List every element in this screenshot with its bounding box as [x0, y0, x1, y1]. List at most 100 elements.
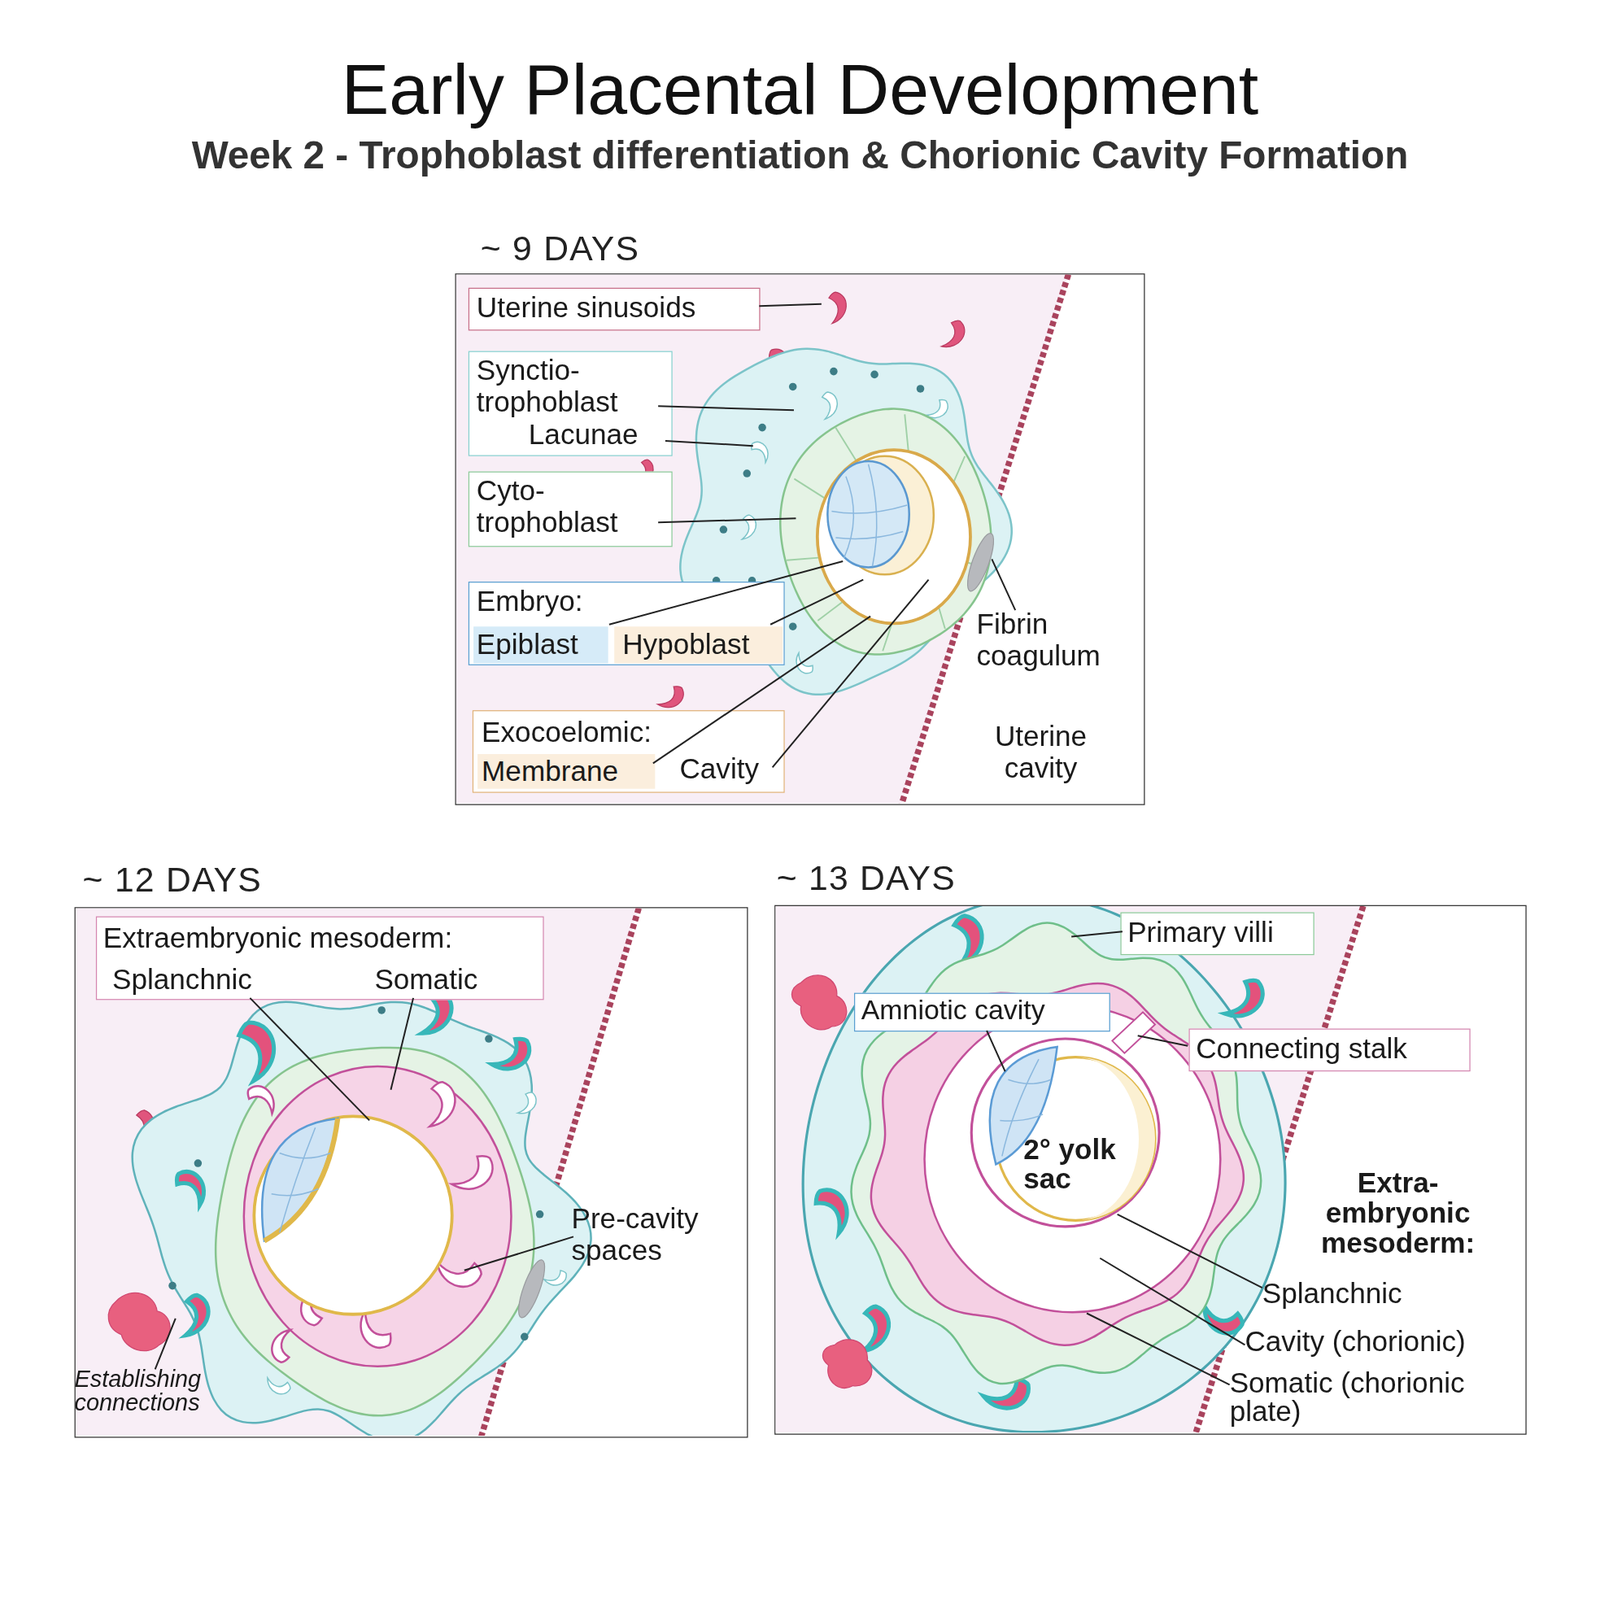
- connecting-stalk: [1111, 1011, 1156, 1053]
- leader-line: [1137, 1035, 1188, 1047]
- leader-line: [390, 998, 414, 1090]
- leader-line: [658, 518, 796, 523]
- label-box: Primary villi: [1120, 911, 1314, 955]
- annotation-label: Pre-cavity spaces: [571, 1203, 745, 1267]
- cell-border: [817, 601, 842, 621]
- node-text: Uterine sinusoids: [476, 292, 696, 325]
- leader-line: [991, 558, 1016, 611]
- node-text: Membrane: [481, 756, 619, 789]
- label-box: Embryo:EpiblastHypoblast: [468, 581, 785, 666]
- diagram-title: Early Placental Development: [0, 51, 1600, 131]
- pre-cavity-space: [418, 1079, 461, 1133]
- nucleus-dot: [377, 1006, 386, 1015]
- splanchnic-mesoderm: [971, 1038, 1160, 1227]
- node-text: Exocoelomic:: [481, 717, 652, 750]
- epiblast: [827, 461, 909, 567]
- hypoblast: [264, 1118, 338, 1242]
- cell-border: [831, 505, 907, 514]
- exocoelomic-cavity: [817, 449, 971, 624]
- tissue-chip: Membrane: [477, 754, 655, 790]
- cell-border: [786, 558, 819, 561]
- annotation-label: Extra- embryonic mesoderm:: [1311, 1168, 1485, 1259]
- syncytiotrophoblast: [132, 1002, 592, 1436]
- establishing-connection: [791, 975, 846, 1030]
- node-text: Cavity: [679, 754, 759, 786]
- syncytiotrophoblast: [802, 906, 1286, 1433]
- node-text: Amniotic cavity: [861, 995, 1046, 1026]
- cell-border: [999, 1114, 1043, 1121]
- node-text: Extraembryonic mesoderm:: [103, 923, 453, 955]
- extraembryonic-mesoderm: [244, 1066, 512, 1367]
- lacuna: [749, 438, 773, 466]
- annotation-label: Splanchnic: [1262, 1278, 1403, 1311]
- annotation-label: Fibrin coagulum: [976, 609, 1156, 672]
- epiblast: [261, 1118, 338, 1242]
- leader-line: [758, 304, 822, 307]
- panel-heading: ~ 13 DAYS: [776, 858, 956, 898]
- cytotrophoblast: [780, 409, 991, 655]
- primary-yolk-sac: [253, 1116, 452, 1314]
- label-box: Amniotic cavity: [854, 993, 1111, 1033]
- cell-border: [882, 624, 892, 652]
- leader-line: [653, 616, 871, 764]
- label-box: Extraembryonic mesoderm:SplanchnicSomati…: [95, 916, 545, 1001]
- annotation-label: Uterine cavity: [974, 721, 1108, 785]
- annotation-label: Establishing connections: [74, 1367, 249, 1415]
- cell-border: [868, 464, 877, 567]
- cell-border: [279, 1153, 332, 1159]
- uterine-sinusoid: [653, 683, 689, 714]
- nucleus-dot: [719, 525, 729, 534]
- annotation-label: Cavity (chorionic): [1244, 1326, 1465, 1359]
- leader-line: [658, 405, 794, 410]
- cell-border: [938, 608, 945, 629]
- subtitle: Week 2 - Trophoblast differentiation & C…: [0, 135, 1600, 178]
- label-box: Exocoelomic: Cavity Membrane: [472, 710, 785, 794]
- nucleus-dot: [743, 469, 752, 478]
- establishing-connection: [108, 1293, 171, 1352]
- label-box: Synctio- trophoblastLacunae: [468, 351, 673, 457]
- pre-cavity-space: [445, 1150, 500, 1198]
- node-text: Lacunae: [528, 419, 639, 452]
- leader-line: [155, 1318, 176, 1370]
- cell-border: [793, 479, 824, 498]
- leader-line: [609, 561, 843, 625]
- nucleus-dot: [194, 1159, 203, 1168]
- cytotrophoblast: [850, 922, 1261, 1383]
- nucleus-dot: [484, 1034, 493, 1043]
- lacuna: [736, 513, 759, 542]
- illustration-group: [456, 274, 1069, 803]
- pre-cavity-space: [267, 1325, 298, 1365]
- nucleus-dot: [168, 1281, 177, 1291]
- node-text: Synctio- trophoblast: [476, 355, 671, 419]
- nucleus-dot: [829, 367, 838, 376]
- uterine-sinusoid: [173, 1165, 212, 1210]
- nucleus-dot: [758, 423, 767, 432]
- nucleus-dot: [789, 622, 798, 631]
- uterine-sinusoid: [239, 1022, 275, 1082]
- annotation-label: 2° yolk sac: [1023, 1134, 1141, 1195]
- cell-border: [1007, 1079, 1051, 1084]
- leader-line: [1099, 1258, 1245, 1346]
- cell-border: [835, 531, 903, 540]
- lacuna: [818, 391, 839, 421]
- illustration-group: [75, 907, 639, 1436]
- uterine-sinusoid: [935, 317, 970, 354]
- label-box: Cyto- trophoblast: [468, 471, 673, 548]
- panel-heading: ~ 9 DAYS: [480, 229, 640, 268]
- uterine-sinusoid: [824, 291, 849, 326]
- leader-line: [249, 998, 370, 1121]
- leader-line: [1086, 1312, 1230, 1385]
- node-text: Cyto- trophoblast: [476, 475, 671, 539]
- cell-border: [904, 414, 908, 450]
- node-text: Hypoblast: [622, 629, 750, 662]
- uterine-wall: [456, 274, 1069, 803]
- leader-line: [770, 579, 864, 625]
- leader-line: [1071, 931, 1123, 937]
- pre-cavity-space: [244, 1080, 281, 1119]
- lacuna: [791, 649, 816, 677]
- node-text: Connecting stalk: [1195, 1033, 1408, 1066]
- cytotrophoblast: [215, 1047, 534, 1416]
- uterine-sinusoid: [812, 1184, 855, 1238]
